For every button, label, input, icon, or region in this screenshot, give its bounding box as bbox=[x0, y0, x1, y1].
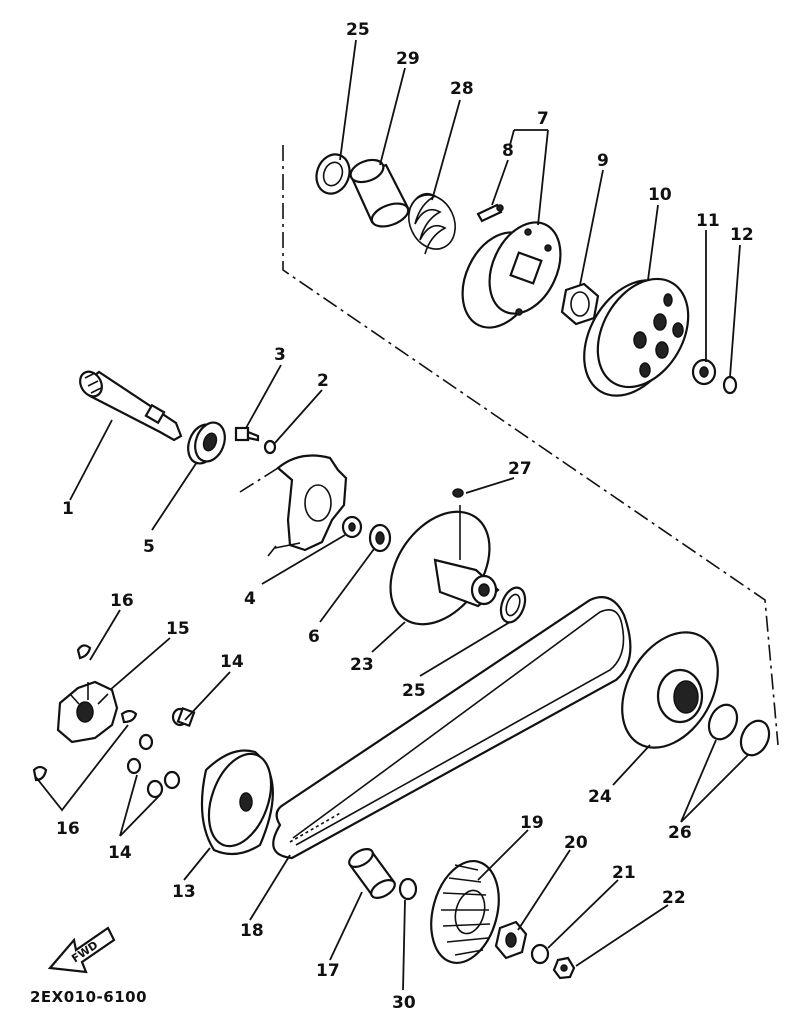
label-3: 3 bbox=[274, 345, 286, 365]
label-25-lower: 25 bbox=[402, 681, 426, 701]
label-17: 17 bbox=[316, 961, 340, 981]
secondary-sheave bbox=[389, 505, 500, 626]
label-18: 18 bbox=[240, 921, 264, 941]
label-2: 2 bbox=[317, 371, 329, 391]
nut-20 bbox=[494, 920, 528, 960]
label-1: 1 bbox=[62, 499, 74, 519]
cam-plate bbox=[56, 680, 119, 744]
label-21: 21 bbox=[612, 863, 636, 883]
cover-plate bbox=[239, 454, 348, 557]
ball-27 bbox=[452, 488, 464, 498]
leader-lines bbox=[34, 39, 749, 991]
label-14-top: 14 bbox=[220, 652, 244, 672]
washer-21 bbox=[530, 943, 550, 965]
clutch-carrier bbox=[461, 221, 562, 329]
label-7: 7 bbox=[537, 109, 549, 129]
washer-30 bbox=[398, 877, 418, 901]
nut-11 bbox=[691, 358, 717, 386]
bearing bbox=[187, 421, 226, 465]
label-10: 10 bbox=[648, 185, 672, 205]
label-20: 20 bbox=[564, 833, 588, 853]
label-26: 26 bbox=[668, 823, 692, 843]
label-4: 4 bbox=[244, 589, 256, 609]
label-15: 15 bbox=[166, 619, 190, 639]
primary-sliding-sheave bbox=[200, 749, 274, 856]
washer-12 bbox=[722, 375, 738, 395]
label-16-top: 16 bbox=[110, 591, 134, 611]
drive-shaft bbox=[79, 370, 183, 442]
label-14-bottom: 14 bbox=[108, 843, 132, 863]
oil-seal-upper bbox=[315, 153, 351, 195]
primary-fixed-sheave bbox=[621, 631, 719, 749]
label-6: 6 bbox=[308, 627, 320, 647]
clutch-nut bbox=[560, 282, 600, 326]
o-ring-b bbox=[739, 719, 771, 757]
collar bbox=[349, 158, 410, 228]
label-11: 11 bbox=[696, 211, 720, 231]
clutch-housing bbox=[583, 277, 690, 397]
label-27: 27 bbox=[508, 459, 532, 479]
nut-4 bbox=[341, 515, 363, 539]
label-9: 9 bbox=[597, 151, 609, 171]
bearing-6 bbox=[368, 523, 392, 553]
rollers bbox=[126, 706, 196, 799]
label-13: 13 bbox=[172, 882, 196, 902]
slider-16b bbox=[120, 709, 138, 724]
label-16-bottom: 16 bbox=[56, 819, 80, 839]
assembly-outline bbox=[282, 145, 779, 746]
slider-16a bbox=[76, 644, 92, 660]
o-ring-a bbox=[707, 703, 739, 741]
label-29: 29 bbox=[396, 49, 420, 69]
v-belt bbox=[272, 596, 632, 860]
label-5: 5 bbox=[143, 537, 155, 557]
label-22: 22 bbox=[662, 888, 686, 908]
drawing-code: 2EX010-6100 bbox=[30, 988, 147, 1006]
label-8: 8 bbox=[502, 141, 514, 161]
collar-17 bbox=[348, 848, 396, 899]
label-28: 28 bbox=[450, 79, 474, 99]
washer-2 bbox=[263, 439, 277, 455]
label-24: 24 bbox=[588, 787, 612, 807]
bolt bbox=[234, 426, 260, 442]
fixed-sheave-fan bbox=[430, 859, 500, 965]
label-12: 12 bbox=[730, 225, 754, 245]
clutch-pin bbox=[476, 203, 504, 223]
label-30: 30 bbox=[392, 993, 416, 1013]
compression-spring bbox=[408, 192, 456, 255]
label-19: 19 bbox=[520, 813, 544, 833]
label-25-upper: 25 bbox=[346, 20, 370, 40]
nut-22 bbox=[552, 956, 576, 980]
forward-arrow-icon: FWD bbox=[47, 926, 116, 974]
oil-seal-lower bbox=[499, 586, 527, 624]
label-23: 23 bbox=[350, 655, 374, 675]
